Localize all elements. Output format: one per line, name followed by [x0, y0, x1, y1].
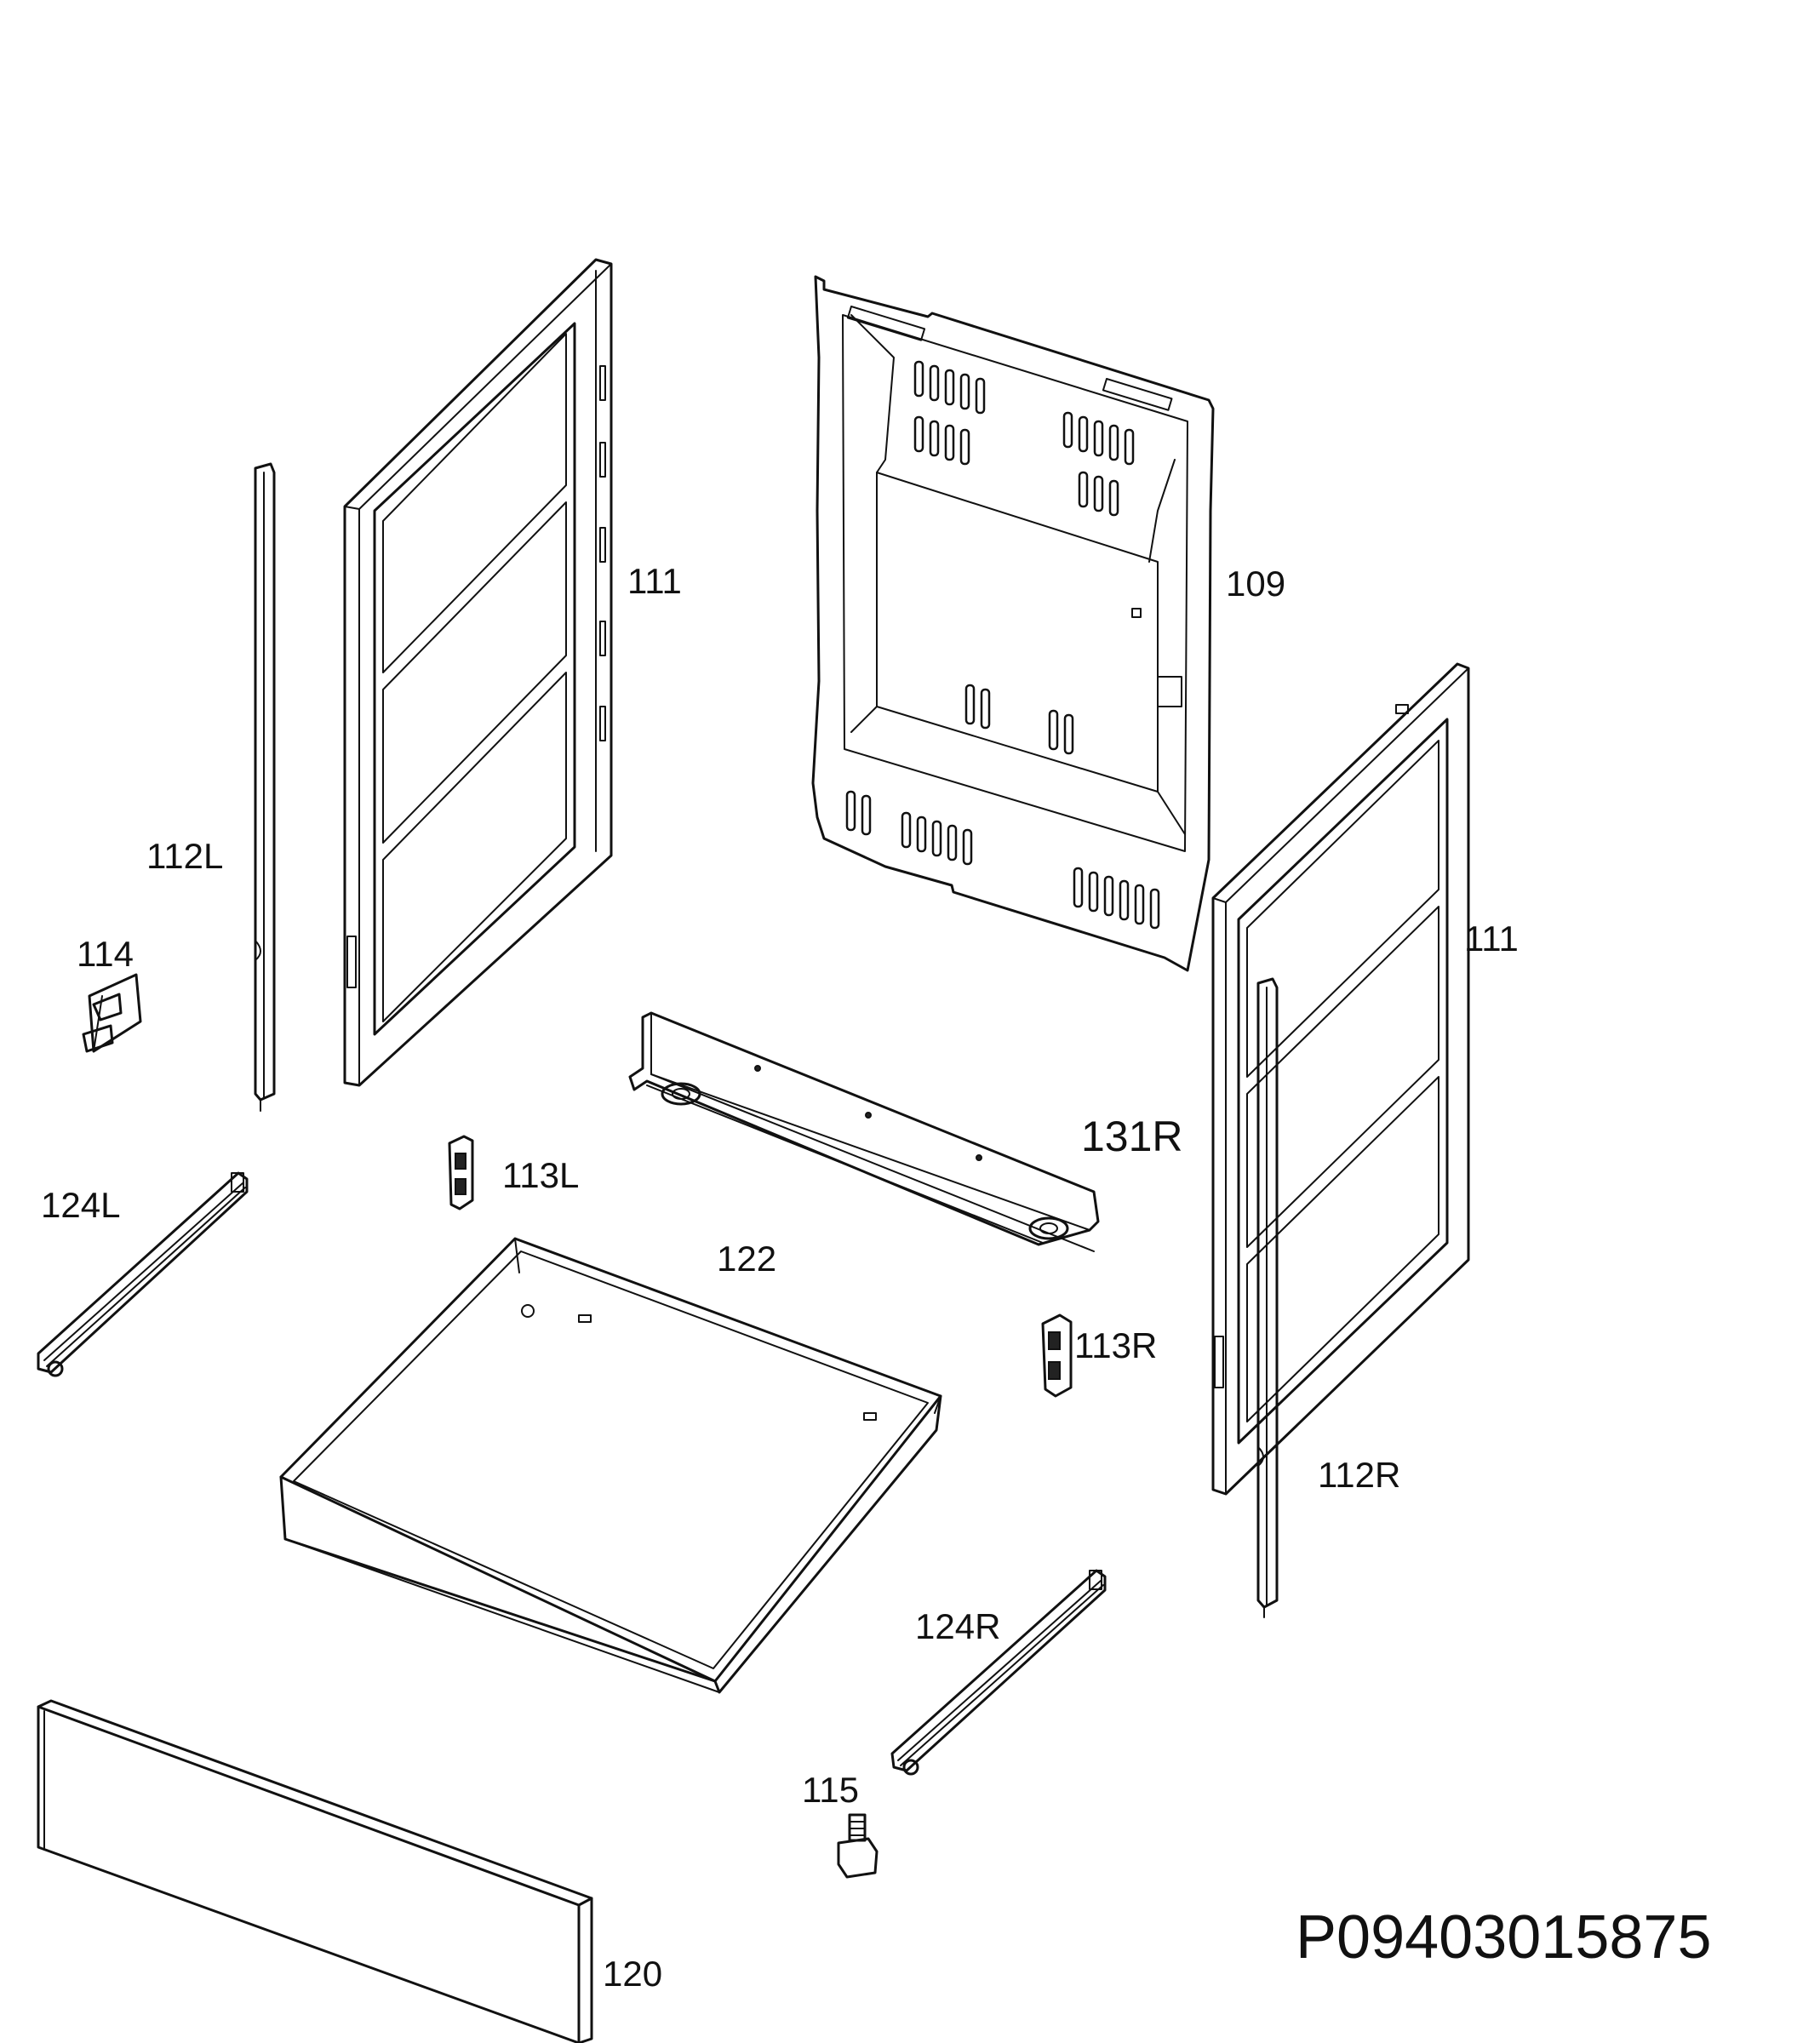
vent-slots-top-right [1062, 411, 1135, 517]
part-112R-rail [1256, 977, 1279, 1618]
part-120-plinth [37, 1699, 593, 2043]
label-111-right: 111 [1464, 918, 1519, 959]
label-114: 114 [77, 934, 134, 974]
label-124L: 124L [41, 1185, 121, 1225]
label-111-left: 111 [627, 561, 682, 601]
vent-slots-top-left [913, 360, 986, 466]
part-115-foot [837, 1813, 879, 1879]
part-113L-bracket [448, 1135, 474, 1210]
label-112L: 112L [146, 836, 224, 876]
vent-slots-bottom [845, 790, 1160, 930]
label-112R: 112R [1318, 1455, 1401, 1495]
vent-slots-middle [964, 684, 1074, 755]
part-112L-rail [254, 462, 276, 1112]
diagram-code: P09403015875 [1296, 1903, 1712, 1971]
label-115: 115 [802, 1770, 859, 1810]
part-111-left-side-panel [343, 258, 613, 1087]
part-124R-runner [890, 1569, 1107, 1776]
part-111-right-side-panel [1211, 662, 1470, 1496]
part-122-drawer-tray [279, 1237, 942, 1694]
part-131R-brace [628, 1011, 1100, 1252]
label-113L: 113L [502, 1155, 580, 1195]
part-124L-runner [37, 1171, 249, 1377]
label-124R: 124R [915, 1606, 1001, 1646]
label-131R: 131R [1081, 1113, 1183, 1160]
label-109: 109 [1226, 564, 1286, 604]
part-109-back-panel [811, 275, 1215, 972]
part-114-bracket [82, 973, 142, 1053]
label-113R: 113R [1074, 1325, 1158, 1365]
part-113R-bracket [1041, 1313, 1073, 1398]
label-122: 122 [717, 1239, 777, 1279]
label-120: 120 [603, 1954, 663, 1994]
